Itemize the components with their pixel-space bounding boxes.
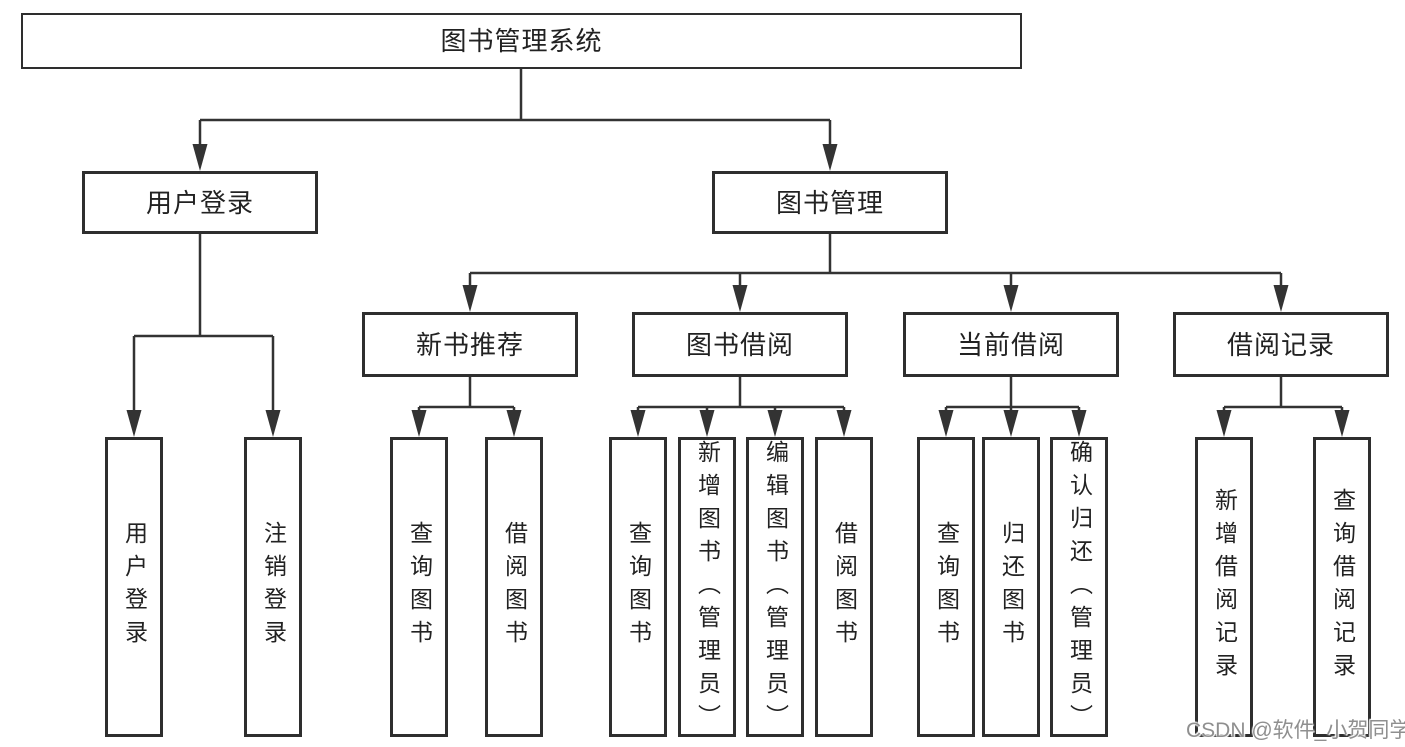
watermark: CSDN @软件_小贺同学 xyxy=(1186,719,1405,742)
node-book-borrowing: 图书借阅 xyxy=(632,312,848,377)
leaf-logout: 注销登录 xyxy=(244,437,302,737)
node-book-management: 图书管理 xyxy=(712,171,948,234)
leaf-borrow-books-recommend: 借阅图书 xyxy=(485,437,543,737)
leaf-query-borrow-record: 查询借阅记录 xyxy=(1313,437,1371,737)
leaf-add-borrow-record: 新增借阅记录 xyxy=(1195,437,1253,737)
node-user-login: 用户登录 xyxy=(82,171,318,234)
node-root-system: 图书管理系统 xyxy=(21,13,1022,69)
leaf-borrow-books-borrowing: 借阅图书 xyxy=(815,437,873,737)
leaf-return-books: 归还图书 xyxy=(982,437,1040,737)
node-current-borrowing: 当前借阅 xyxy=(903,312,1119,377)
leaf-query-books-recommend: 查询图书 xyxy=(390,437,448,737)
leaf-add-books-admin: 新增图书（管理员） xyxy=(678,437,736,737)
leaf-confirm-return-admin: 确认归还（管理员） xyxy=(1050,437,1108,737)
leaf-query-books-current: 查询图书 xyxy=(917,437,975,737)
leaf-query-books-borrowing: 查询图书 xyxy=(609,437,667,737)
leaf-edit-books-admin: 编辑图书（管理员） xyxy=(746,437,804,737)
node-new-book-recommendation: 新书推荐 xyxy=(362,312,578,377)
leaf-user-login: 用户登录 xyxy=(105,437,163,737)
node-borrowing-records: 借阅记录 xyxy=(1173,312,1389,377)
